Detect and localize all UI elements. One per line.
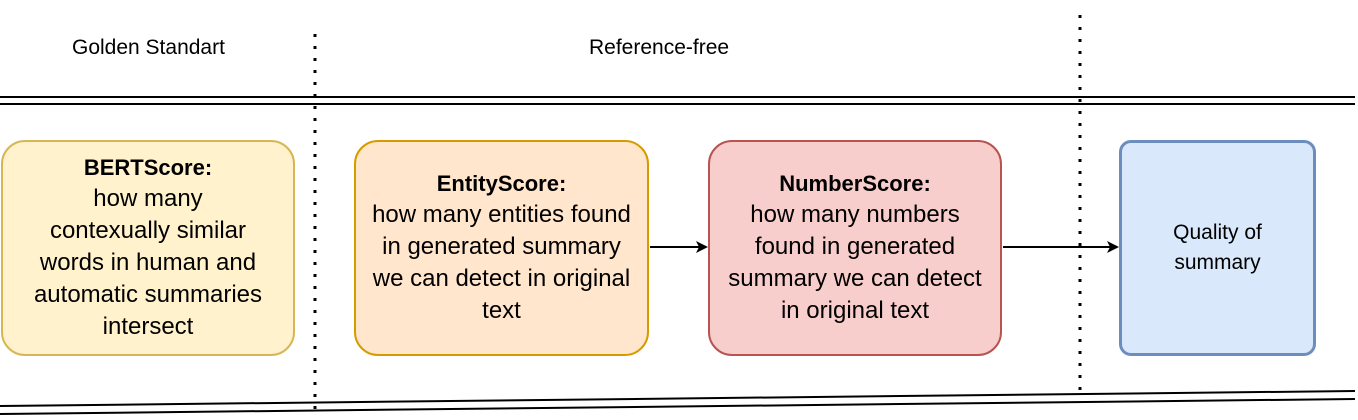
entityscore-box: EntityScore: how many entities found in … xyxy=(354,140,649,356)
bertscore-line: words in human and xyxy=(39,249,257,276)
entityscore-title: EntityScore: xyxy=(436,171,567,196)
quality-of-summary-box: Quality of summary xyxy=(1119,140,1316,356)
bertscore-title: BERTScore: xyxy=(83,155,213,180)
bertscore-line: how many xyxy=(93,185,203,212)
numberscore-line: summary we can detect xyxy=(728,265,982,292)
entityscore-line: text xyxy=(482,297,521,324)
numberscore-title: NumberScore: xyxy=(779,171,931,196)
entityscore-line: how many entities found xyxy=(372,201,631,228)
numberscore-line: in original text xyxy=(780,297,930,324)
bertscore-line: intersect xyxy=(102,313,194,340)
golden-standart-header: Golden Standart xyxy=(72,36,225,59)
bottom-line-2 xyxy=(0,398,1356,415)
numberscore-line: how many numbers xyxy=(750,201,960,228)
bottom-line-1 xyxy=(0,390,1356,407)
entityscore-line: in generated summary xyxy=(382,233,621,260)
quality-line: Quality of xyxy=(1173,221,1262,244)
numberscore-line: found in generated xyxy=(754,233,956,260)
bertscore-line: automatic summaries xyxy=(33,281,263,308)
entityscore-line: we can detect in original xyxy=(372,265,631,292)
numberscore-box: NumberScore: how many numbers found in g… xyxy=(708,140,1002,356)
quality-line: summary xyxy=(1174,251,1261,274)
bertscore-box: BERTScore: how many contexually similar … xyxy=(1,140,295,356)
bertscore-line: contexually similar xyxy=(49,217,247,244)
reference-free-header: Reference-free xyxy=(589,36,730,59)
